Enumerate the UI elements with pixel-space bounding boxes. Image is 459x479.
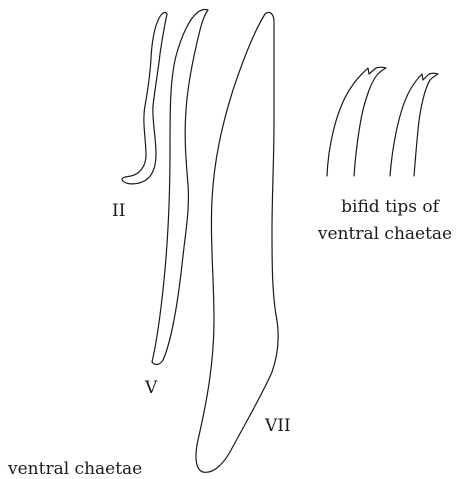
label-bifid-tips-line2: ventral chaetae (317, 224, 452, 244)
label-bifid-tips-line1: bifid tips of (341, 197, 440, 217)
chaeta-VII-outline (196, 12, 278, 472)
chaeta-V-outline (152, 10, 208, 365)
label-chaeta-V: V (144, 378, 158, 398)
figure-caption: ventral chaetae (7, 459, 142, 479)
label-chaeta-VII: VII (264, 416, 291, 436)
bifid-tip-left-outline (327, 67, 386, 176)
chaeta-II-outline (122, 13, 167, 184)
bifid-tip-right-outline (390, 73, 438, 176)
label-chaeta-II: II (112, 201, 125, 221)
